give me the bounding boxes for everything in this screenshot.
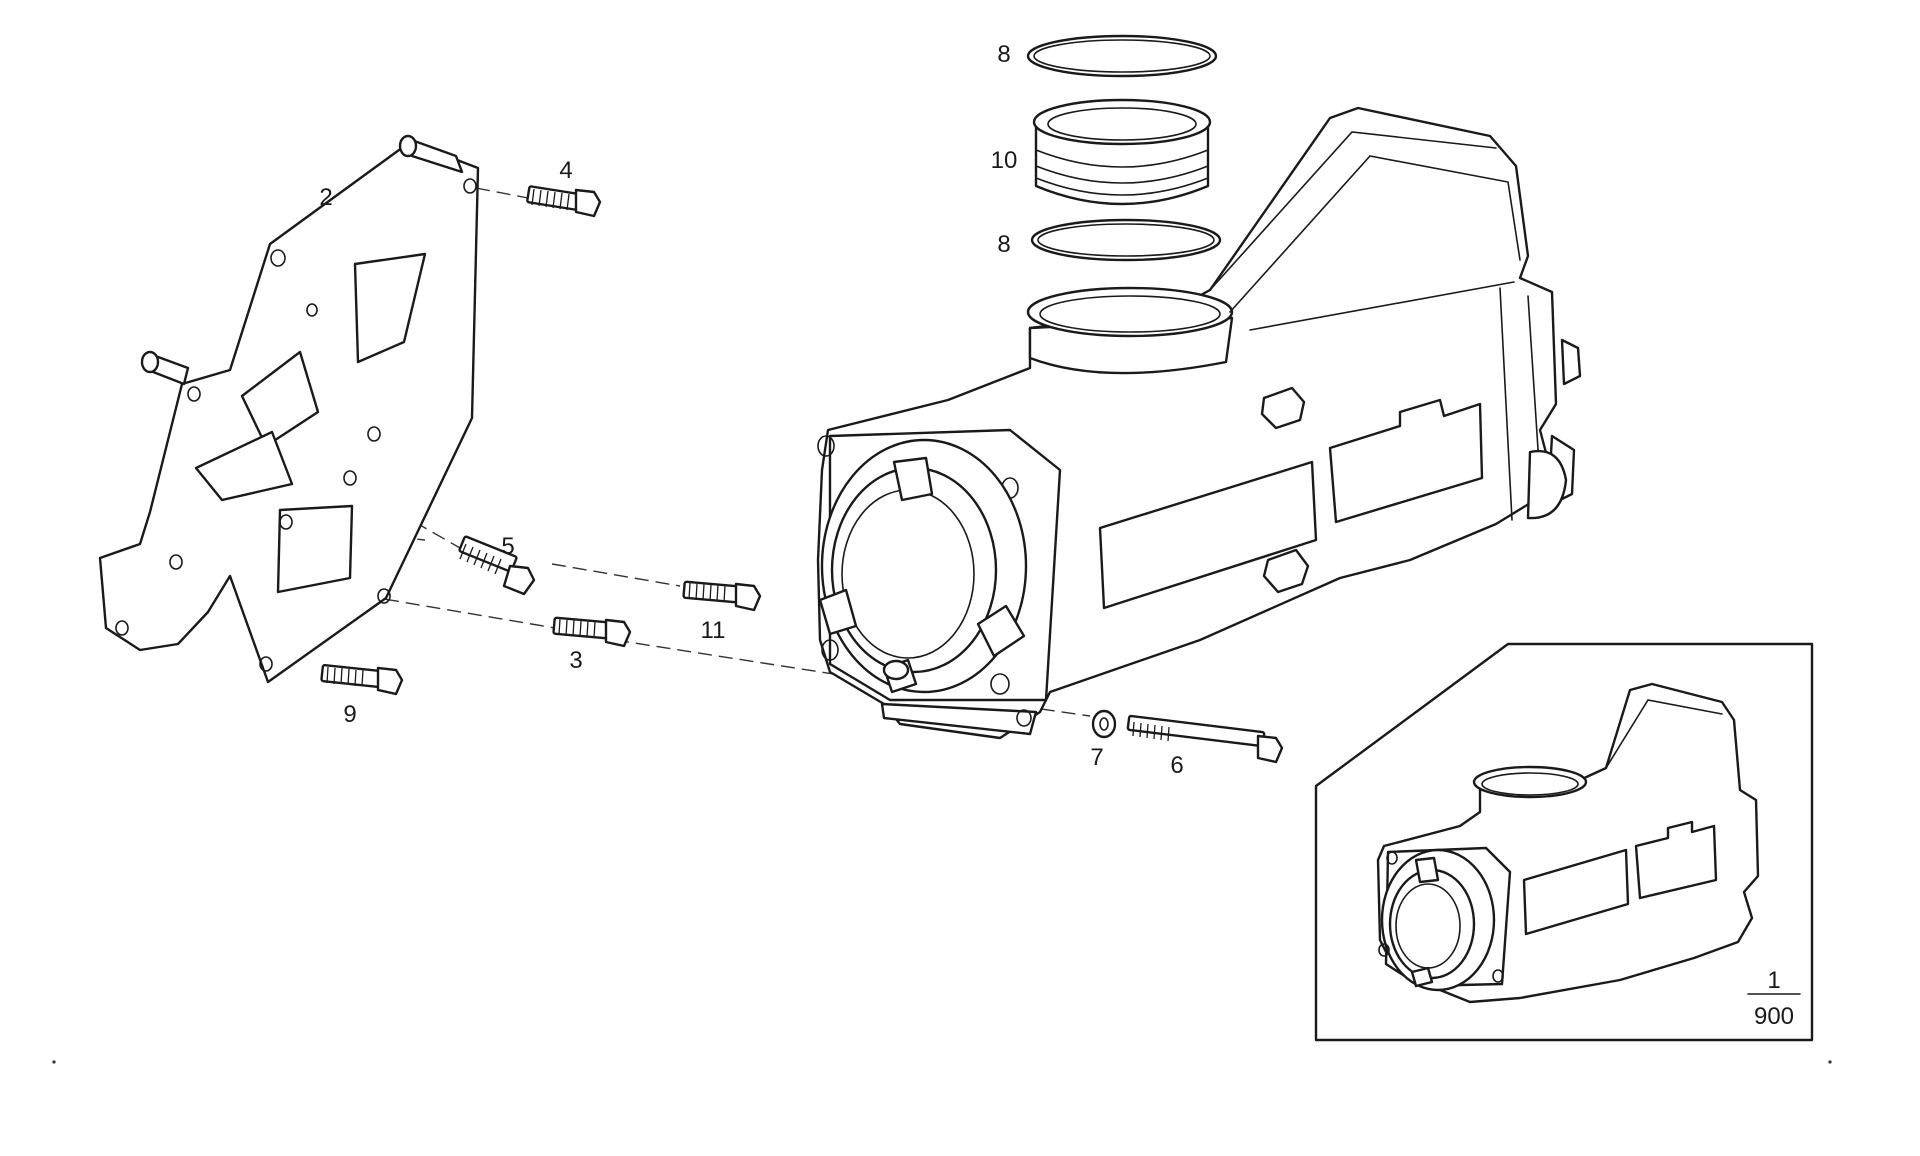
callout-9: 9 bbox=[343, 701, 356, 728]
callout-7: 7 bbox=[1090, 744, 1103, 771]
part-callouts: 2 4 5 11 3 9 7 6 8 10 8 bbox=[319, 41, 1183, 779]
mounting-plate bbox=[98, 134, 480, 684]
transmission-housing bbox=[816, 106, 1582, 740]
seal-8-top bbox=[1026, 34, 1218, 78]
washer-7 bbox=[1091, 709, 1117, 739]
callout-11: 11 bbox=[701, 617, 726, 644]
bolt-9 bbox=[320, 664, 404, 696]
inset-code-label: 900 bbox=[1754, 1003, 1794, 1030]
seal-8-bottom bbox=[1030, 218, 1222, 262]
bolt-6 bbox=[1126, 714, 1284, 764]
registration-marks bbox=[52, 1060, 1832, 1064]
callout-8-bottom: 8 bbox=[997, 231, 1010, 258]
callout-2: 2 bbox=[319, 184, 332, 211]
boot-10 bbox=[1032, 98, 1212, 206]
callout-4: 4 bbox=[559, 157, 572, 184]
bolt-3 bbox=[552, 616, 632, 648]
bolt-11 bbox=[682, 580, 762, 612]
callout-5: 5 bbox=[501, 533, 514, 560]
callout-6: 6 bbox=[1170, 752, 1183, 779]
callout-3: 3 bbox=[569, 647, 582, 674]
bolt-4 bbox=[526, 185, 602, 218]
inset-quantity-label: 1 bbox=[1767, 967, 1780, 994]
inset-assembled-unit: 1 900 bbox=[1314, 642, 1814, 1042]
callout-10: 10 bbox=[991, 147, 1018, 174]
bolt-5 bbox=[458, 535, 536, 596]
callout-8-top: 8 bbox=[997, 41, 1010, 68]
inset-housing-drawing bbox=[1376, 682, 1760, 1004]
